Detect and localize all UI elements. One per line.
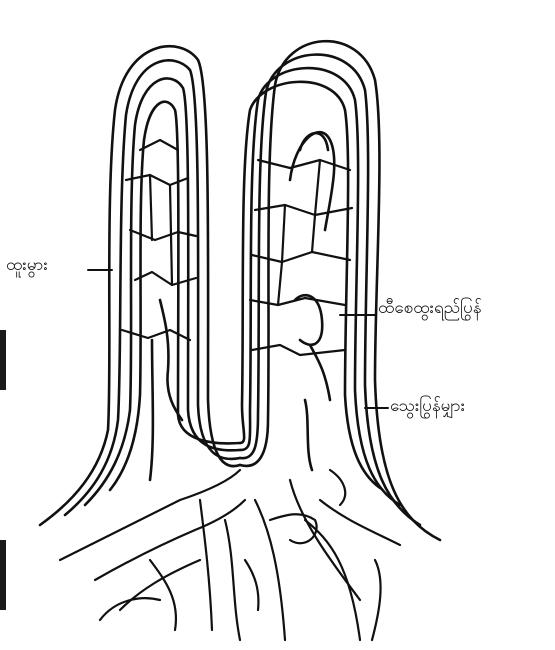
capillary-network [122,140,352,355]
lacteal-label: ထီစေထွးရည်ပြွန် [378,300,482,317]
right-villus-outer-wall [240,41,440,540]
base-network [60,470,400,640]
right-villus-wall-2 [240,55,420,525]
scan-edge-mark [0,330,6,390]
leader-lines [88,270,388,408]
left-villus [40,46,240,525]
left-villus-inner-wall [110,102,240,490]
right-villus [240,41,440,540]
scan-edge-mark [0,540,6,610]
villi-label: ထူးမွား [6,257,48,274]
capillaries-label: သွေးပြွန်မျှား [390,398,465,415]
